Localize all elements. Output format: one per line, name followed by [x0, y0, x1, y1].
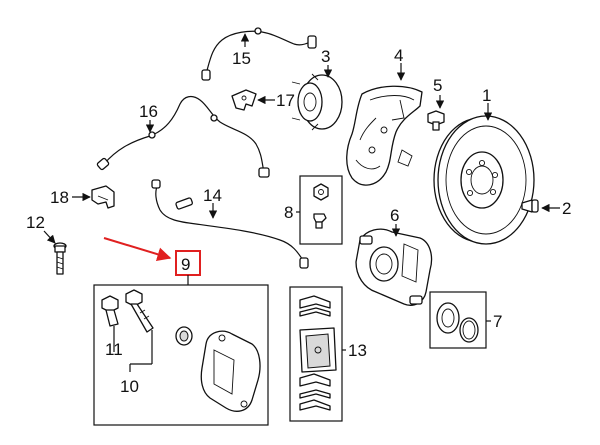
- callout-3: 3: [321, 47, 330, 66]
- caliper-bracket: [200, 330, 261, 412]
- callout-6: 6: [390, 206, 399, 225]
- part-9-box: [93, 284, 269, 426]
- speed-sensor-wire-upper: [201, 27, 317, 81]
- piston-seal-kit: [436, 302, 479, 343]
- caliper-bolt: [53, 242, 67, 275]
- sensor-clip: [91, 185, 115, 209]
- callout-13: 13: [348, 341, 367, 360]
- bolt-boot: [175, 326, 193, 346]
- callout-14: 14: [203, 186, 222, 205]
- splash-shield: [346, 85, 423, 186]
- brake-pad-set: [299, 295, 337, 411]
- callout-11: 11: [105, 340, 123, 359]
- callout-8: 8: [284, 203, 293, 222]
- callout-4: 4: [394, 46, 403, 65]
- part-13-box: [289, 286, 343, 422]
- callout-18: 18: [50, 188, 69, 207]
- rotor-screw: [521, 199, 539, 213]
- guide-pin-kit: [313, 183, 329, 229]
- shield-bolt: [427, 110, 445, 131]
- wire-bracket: [231, 89, 257, 111]
- part-7-box: [429, 291, 487, 349]
- pad-wear-sensor: [151, 179, 309, 269]
- speed-sensor-wire-lower: [96, 95, 270, 178]
- callout-2: 2: [562, 199, 571, 218]
- brake-rotor: [433, 115, 535, 245]
- callout-7: 7: [493, 312, 502, 331]
- callout-15: 15: [232, 49, 251, 68]
- callout-16: 16: [139, 102, 158, 121]
- callout-12: 12: [26, 213, 45, 232]
- wheel-hub: [291, 73, 343, 131]
- callout-5: 5: [433, 76, 442, 95]
- callout-9: 9: [181, 255, 190, 274]
- callout-1: 1: [482, 86, 491, 105]
- red-pointer-arrow: [103, 237, 172, 262]
- brake-caliper: [355, 228, 433, 306]
- guide-bolts: [101, 289, 154, 333]
- callout-10: 10: [120, 377, 139, 396]
- part-9-highlight-box: [175, 250, 201, 276]
- callout-17: 17: [276, 91, 295, 110]
- part-8-box: [299, 175, 343, 245]
